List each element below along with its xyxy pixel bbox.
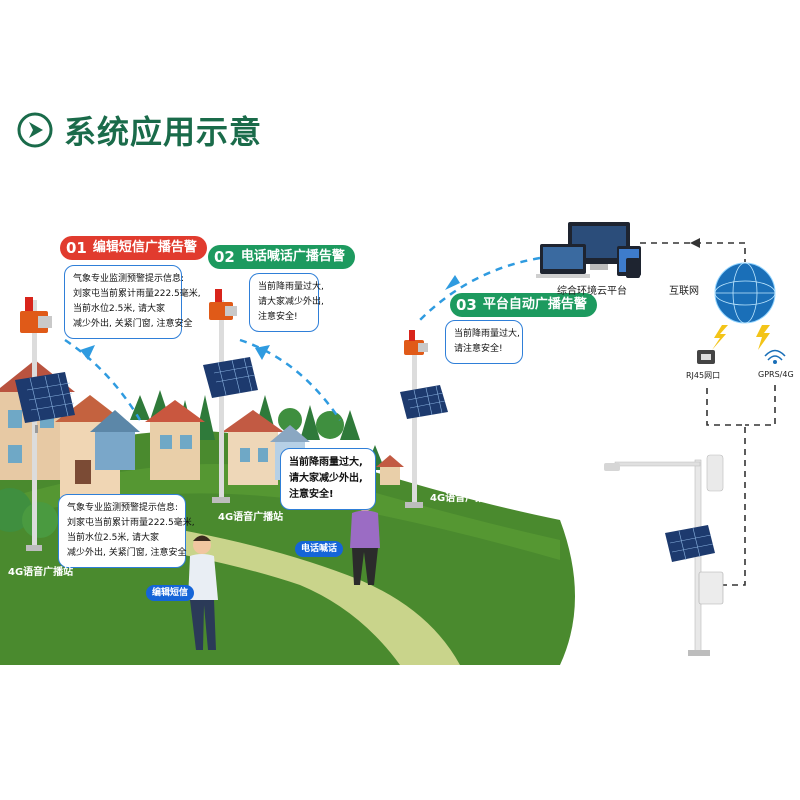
station-label-1: 4G语音广播站: [8, 567, 74, 578]
badge-phone: 电话喊话: [295, 541, 344, 557]
gprs-icon: [764, 349, 786, 361]
bubble-phone-person: 当前降雨量过大, 请大家减少外出, 注意安全!: [280, 448, 376, 510]
bubble-line: 刘家屯当前累计雨量222.5毫米,: [67, 518, 195, 528]
bubble-line: 气象专业监测预警提示信息:: [67, 503, 179, 513]
bubble-sms-top: 气象专业监测预警提示信息: 刘家屯当前累计雨量222.5毫米, 当前水位2.5米…: [64, 265, 201, 339]
internet-globe-icon: [714, 262, 776, 324]
page-title: 系统应用示意: [64, 113, 263, 151]
section-label-phone: 02 电话喊话广播告警: [208, 245, 355, 269]
broadcast-station-3: [400, 330, 448, 508]
section-number: 03: [456, 296, 477, 314]
bubble-line: 注意安全!: [289, 489, 334, 500]
link-arrow: [690, 238, 700, 248]
houses: [0, 360, 404, 500]
signal-waves: [64, 256, 541, 421]
bubble-platform: 当前降雨量过大, 请注意安全!: [445, 320, 523, 364]
broadcast-station-1: [15, 297, 75, 551]
hill-highlight: [0, 464, 560, 560]
network-links: [640, 242, 776, 586]
broadcast-station-2: [203, 289, 258, 503]
bubble-sms-person: 气象专业监测预警提示信息: 刘家屯当前累计雨量222.5毫米, 当前水位2.5米…: [58, 494, 195, 568]
station-label-3: 4G语音广播站: [430, 493, 496, 504]
title-row: 系统应用示意: [16, 108, 262, 152]
bubble-line: 气象专业监测预警提示信息:: [73, 274, 185, 284]
section-text: 电话喊话广播告警: [240, 249, 345, 264]
lightning-icon-left: [712, 325, 728, 350]
monitoring-pole: [604, 454, 724, 656]
bubble-line: 注意安全!: [258, 312, 298, 322]
gprs-label: GPRS/4G: [758, 370, 794, 379]
person-sms: [188, 535, 218, 650]
cloud-platform-devices: [536, 222, 641, 278]
badge-sms: 编辑短信: [146, 585, 195, 601]
signal-arrows: [80, 275, 460, 360]
bubble-line: 当前降雨量过大,: [454, 329, 520, 339]
station-label-2: 4G语音广播站: [218, 512, 284, 523]
section-number: 01: [66, 239, 87, 257]
bubble-line: 当前降雨量过大,: [258, 282, 324, 292]
internet-label: 互联网: [669, 286, 699, 297]
bubble-line: 刘家屯当前累计雨量222.5毫米,: [73, 289, 201, 299]
bubble-line: 请注意安全!: [454, 344, 503, 354]
section-text: 平台自动广播告警: [482, 297, 587, 312]
arrow-circle-icon: [17, 112, 53, 148]
bubble-line: 请大家减少外出,: [258, 297, 324, 307]
section-text: 编辑短信广播告警: [92, 240, 197, 255]
rj45-label: RJ45网口: [686, 371, 721, 380]
bubble-line: 当前水位2.5米, 请大家: [67, 533, 160, 543]
bubble-phone-top: 当前降雨量过大, 请大家减少外出, 注意安全!: [249, 273, 324, 332]
bubble-line: 减少外出, 关紧门窗, 注意安全: [67, 548, 187, 558]
section-number: 02: [214, 248, 235, 266]
bubble-line: 当前降雨量过大,: [289, 457, 363, 468]
lightning-icon-right: [756, 325, 770, 350]
cloud-platform-label: 综合环境云平台: [557, 286, 627, 297]
section-label-sms: 01 编辑短信广播告警: [60, 236, 207, 260]
bubble-line: 请大家减少外出,: [289, 473, 363, 484]
bubble-line: 当前水位2.5米, 请大家: [73, 304, 166, 314]
section-label-platform: 03 平台自动广播告警: [450, 293, 597, 317]
bubble-line: 减少外出, 关紧门窗, 注意安全: [73, 319, 193, 329]
